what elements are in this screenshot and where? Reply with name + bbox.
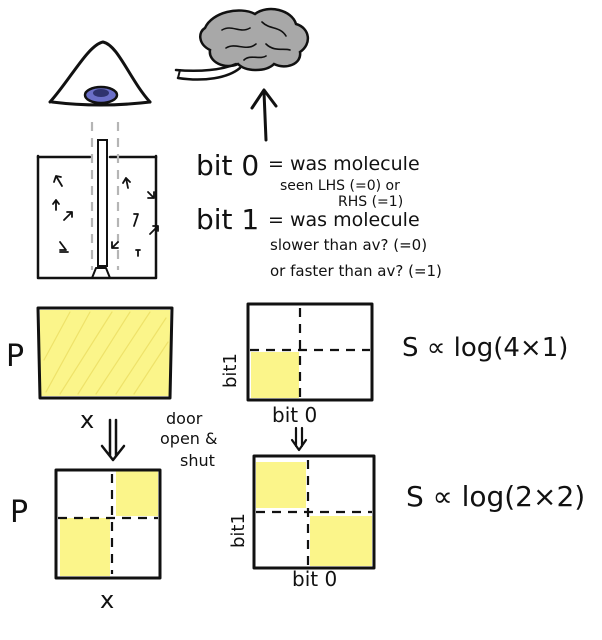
top-p-label: P	[6, 339, 24, 374]
bit0-line1: = was molecule	[268, 153, 420, 175]
door-annotation: door open & shut	[160, 409, 218, 470]
top-px-plot: P x	[6, 306, 174, 434]
bit1-label: bit 1	[196, 203, 259, 236]
bottom-bit-plot: bit1 bit 0 S ∝ log(2×2)	[228, 454, 585, 591]
bottom-p-label: P	[10, 495, 28, 530]
annotation-line3: shut	[180, 451, 215, 470]
bit0-line2: seen LHS (=0) or	[280, 178, 400, 194]
annotation-line2: open &	[160, 429, 218, 448]
bit0-line3: RHS (=1)	[338, 194, 403, 210]
down-arrow-icon	[290, 426, 308, 452]
bottom-x-label: x	[100, 586, 114, 614]
top-bit0-axis: bit 0	[272, 403, 317, 427]
top-bit1-axis: bit1	[220, 353, 241, 388]
bottom-bit1-axis: bit1	[228, 513, 249, 548]
annotation-line1: door	[166, 409, 203, 428]
top-x-label: x	[80, 406, 94, 434]
bottom-px-plot: P x	[10, 468, 162, 614]
top-entropy: S ∝ log(4×1)	[402, 333, 568, 363]
bit-definitions: bit 0 = was molecule seen LHS (=0) or RH…	[196, 149, 442, 280]
molecule-box	[36, 122, 159, 280]
bit0-label: bit 0	[196, 149, 259, 182]
bottom-entropy: S ∝ log(2×2)	[406, 480, 585, 513]
brain-icon	[174, 7, 309, 81]
bit1-line1: = was molecule	[268, 209, 420, 231]
bit1-line3: or faster than av? (=1)	[270, 262, 442, 280]
bottom-bit0-axis: bit 0	[292, 567, 337, 591]
eye-icon	[48, 40, 152, 107]
bit1-line2: slower than av? (=0)	[270, 236, 427, 254]
top-bit-plot: bit1 bit 0 S ∝ log(4×1)	[220, 302, 568, 427]
down-arrow-icon	[100, 418, 126, 462]
up-arrow-icon	[250, 88, 278, 142]
